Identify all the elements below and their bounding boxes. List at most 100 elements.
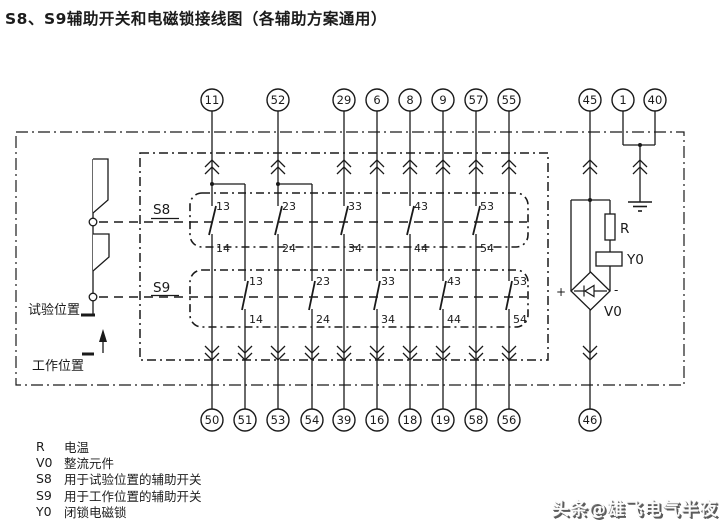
cabinet-outline xyxy=(15,131,685,386)
legend-row-y0: Y0 闭锁电磁锁 xyxy=(36,504,202,520)
terminal-9: 9 xyxy=(431,88,455,112)
terminal-53: 53 xyxy=(266,408,290,432)
cam-roller-s9 xyxy=(88,292,98,302)
s8-contact-label: 43 xyxy=(414,200,428,213)
resistor-label: R xyxy=(620,221,629,237)
svg-text:56: 56 xyxy=(502,413,517,427)
s8-contact-label: 53 xyxy=(480,200,494,213)
s8-contact-label: 23 xyxy=(282,200,296,213)
rectifier-label: V0 xyxy=(604,304,622,320)
s9-contact-label: 53 xyxy=(513,275,527,288)
terminal-40: 40 xyxy=(643,88,667,112)
wires xyxy=(210,111,510,409)
cam-roller-s8 xyxy=(88,217,98,227)
s8-switch-group: S8 13 14 23 24 33 34 43 44 53 54 xyxy=(99,192,529,255)
legend-desc: 电温 xyxy=(64,439,90,455)
s8-label: S8 xyxy=(153,202,170,218)
svg-text:8: 8 xyxy=(406,93,413,107)
svg-text:51: 51 xyxy=(238,413,253,427)
s9-contact-label: 54 xyxy=(513,313,527,326)
travel-arrow-icon xyxy=(99,329,107,353)
legend-desc: 闭锁电磁锁 xyxy=(64,505,127,521)
legend-desc: 用于试验位置的辅助开关 xyxy=(64,472,202,488)
legend-key: Y0 xyxy=(36,504,52,520)
terminals-bottom: 50 51 53 54 39 16 18 19 58 56 46 xyxy=(200,408,602,432)
ground-icon xyxy=(628,201,652,212)
terminal-55: 55 xyxy=(497,88,521,112)
cam-profile-s8 xyxy=(92,158,109,214)
terminals-top: 11 52 29 6 8 9 57 55 45 1 40 xyxy=(200,88,667,112)
coil-symbol xyxy=(595,251,623,267)
terminal-51: 51 xyxy=(233,408,257,432)
s8-contact-label: 13 xyxy=(216,200,230,213)
s8-contact-label: 34 xyxy=(348,242,362,255)
legend-key: S9 xyxy=(36,487,52,503)
terminal-58: 58 xyxy=(464,408,488,432)
s9-contact-label: 43 xyxy=(447,275,461,288)
terminal-45: 45 xyxy=(578,88,602,112)
svg-text:1: 1 xyxy=(619,93,626,107)
terminal-52: 52 xyxy=(266,88,290,112)
svg-text:46: 46 xyxy=(583,413,598,427)
s9-switch-group: S9 13 14 23 24 33 34 43 44 53 54 xyxy=(99,269,529,328)
s8-box xyxy=(189,192,529,248)
legend-desc: 整流元件 xyxy=(64,456,115,472)
svg-text:55: 55 xyxy=(502,93,517,107)
s8-contact-label: 44 xyxy=(414,242,428,255)
page-title: S8、S9辅助开关和电磁锁接线图（各辅助方案通用） xyxy=(5,10,387,28)
terminal-11: 11 xyxy=(200,88,224,112)
terminal-6: 6 xyxy=(365,88,389,112)
svg-text:29: 29 xyxy=(337,93,352,107)
svg-text:40: 40 xyxy=(648,93,663,107)
terminal-29: 29 xyxy=(332,88,356,112)
terminal-8: 8 xyxy=(398,88,422,112)
terminal-39: 39 xyxy=(332,408,356,432)
plus-label: + xyxy=(556,285,566,299)
svg-text:39: 39 xyxy=(337,413,352,427)
legend-key: S8 xyxy=(36,471,52,487)
terminal-54: 54 xyxy=(300,408,324,432)
terminal-46: 46 xyxy=(578,408,602,432)
svg-text:18: 18 xyxy=(403,413,418,427)
svg-text:53: 53 xyxy=(271,413,286,427)
svg-text:16: 16 xyxy=(370,413,385,427)
watermark: 头条@雄飞电气半夜 xyxy=(551,500,718,520)
coil-label: Y0 xyxy=(626,252,644,268)
legend-desc: 用于工作位置的辅助开关 xyxy=(64,488,202,504)
svg-text:9: 9 xyxy=(439,93,446,107)
svg-text:50: 50 xyxy=(205,413,220,427)
s9-contact-label: 13 xyxy=(249,275,263,288)
s8-contact-label: 54 xyxy=(480,242,494,255)
s8-contact-label: 33 xyxy=(348,200,362,213)
legend-key: R xyxy=(36,438,45,454)
svg-text:58: 58 xyxy=(469,413,484,427)
terminal-50: 50 xyxy=(200,408,224,432)
lock-circuit: + - R Y0 V0 xyxy=(556,111,656,409)
terminal-16: 16 xyxy=(365,408,389,432)
position-mechanism: 试验位置 工作位置 xyxy=(28,158,110,374)
s9-contact-label: 34 xyxy=(381,313,395,326)
svg-text:11: 11 xyxy=(205,93,220,107)
svg-text:6: 6 xyxy=(373,93,380,107)
svg-text:19: 19 xyxy=(436,413,451,427)
terminal-1: 1 xyxy=(611,88,635,112)
s9-box xyxy=(189,269,529,328)
cam-profile-s9 xyxy=(92,233,110,272)
s9-contact-label: 44 xyxy=(447,313,461,326)
terminal-57: 57 xyxy=(464,88,488,112)
test-position-label: 试验位置 xyxy=(28,302,80,318)
terminal-18: 18 xyxy=(398,408,422,432)
legend-row-r: R 电温 xyxy=(36,438,202,455)
s9-contact-label: 33 xyxy=(381,275,395,288)
terminal-56: 56 xyxy=(497,408,521,432)
svg-text:45: 45 xyxy=(583,93,598,107)
svg-text:57: 57 xyxy=(469,93,484,107)
s9-contact-label: 14 xyxy=(249,313,263,326)
legend-row-s8: S8 用于试验位置的辅助开关 xyxy=(36,471,202,487)
s9-contact-label: 24 xyxy=(316,313,330,326)
svg-text:52: 52 xyxy=(271,93,286,107)
